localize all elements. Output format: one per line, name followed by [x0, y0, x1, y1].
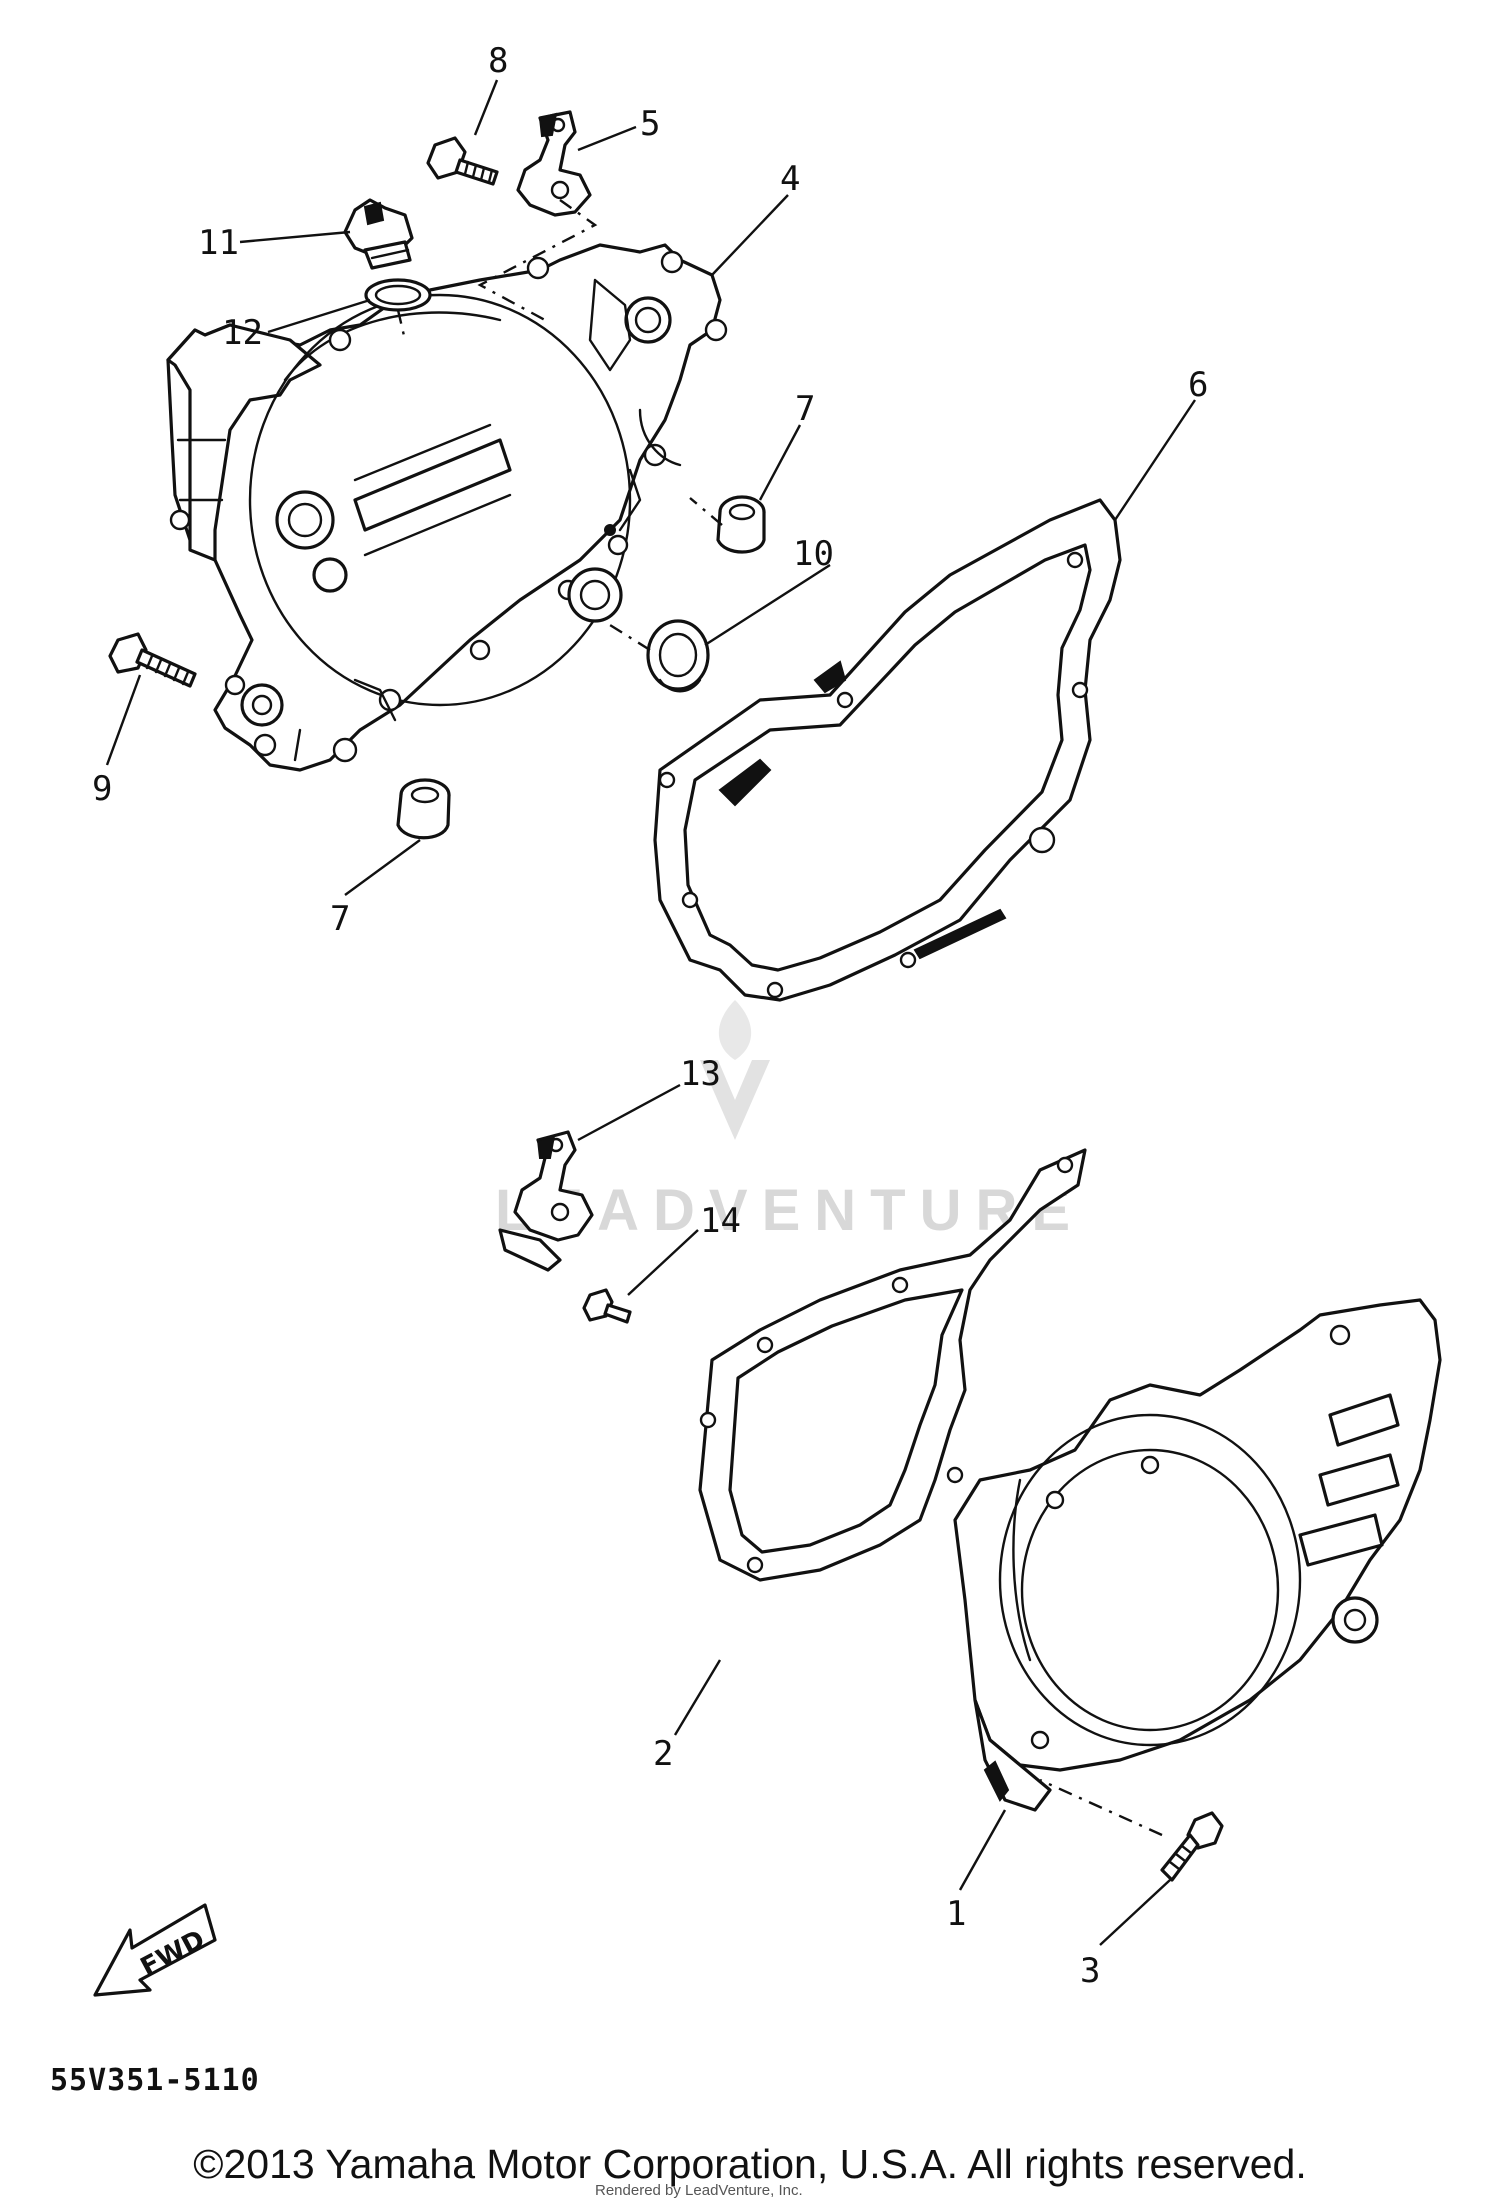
alignment-line-12 [396, 309, 407, 341]
leader-7b [344, 839, 421, 896]
part-5-bracket [516, 110, 592, 217]
leader-8 [473, 79, 499, 136]
alignment-line-7 [689, 497, 723, 526]
part-7-dowel-upper [716, 495, 766, 554]
part-12-o-ring [364, 278, 432, 312]
part-7-dowel-lower [396, 778, 451, 840]
callout-1: 1 [946, 1894, 966, 1934]
callout-3: 3 [1080, 1951, 1100, 1991]
part-1-crankcase-cover-left [953, 1298, 1442, 1812]
callout-4: 4 [780, 159, 800, 199]
part-9-bolt [108, 632, 197, 688]
leader-6 [1114, 399, 1196, 521]
callout-5: 5 [640, 104, 660, 144]
leader-9 [105, 674, 142, 766]
part-6-gasket [653, 498, 1122, 1002]
leader-12 [267, 298, 371, 334]
leader-10 [704, 563, 831, 647]
leader-5 [577, 125, 637, 152]
callout-13: 13 [680, 1054, 721, 1094]
callout-7-upper: 7 [795, 389, 815, 429]
part-10-oil-seal [646, 619, 710, 693]
callout-14: 14 [700, 1201, 741, 1241]
part-14-bolt [582, 1288, 632, 1324]
leader-14 [627, 1229, 699, 1296]
part-2-gasket [698, 1148, 1087, 1582]
callout-11: 11 [198, 223, 239, 263]
rendered-by-note: Rendered by LeadVenture, Inc. [595, 2182, 803, 2199]
leader-13 [577, 1083, 681, 1142]
part-3-bolt [1160, 1811, 1224, 1882]
alignment-line-5 [477, 199, 598, 322]
callout-2: 2 [653, 1734, 673, 1774]
part-4-crankcase-cover [166, 243, 728, 772]
part-11-filler-plug [343, 198, 414, 270]
part-8-bolt [426, 136, 499, 186]
leader-3 [1099, 1879, 1171, 1946]
leader-11 [239, 230, 351, 244]
callout-6: 6 [1188, 365, 1208, 405]
part-13-bracket [498, 1130, 594, 1272]
callout-12: 12 [222, 313, 263, 353]
leader-4 [711, 194, 789, 276]
alignment-line-3 [1039, 1778, 1163, 1837]
diagram-code: 55V351-5110 [50, 2063, 260, 2098]
callout-8: 8 [488, 41, 508, 81]
copyright-notice: ©2013 Yamaha Motor Corporation, U.S.A. A… [193, 2141, 1307, 2187]
alignment-line-10 [609, 623, 651, 652]
leader-1 [958, 1809, 1007, 1891]
callout-7-lower: 7 [330, 899, 350, 939]
forward-direction-arrow: FWD [93, 1903, 217, 1997]
leader-7a [758, 424, 802, 501]
callout-9: 9 [92, 769, 112, 809]
leader-2 [673, 1659, 722, 1736]
callout-10: 10 [793, 534, 834, 574]
